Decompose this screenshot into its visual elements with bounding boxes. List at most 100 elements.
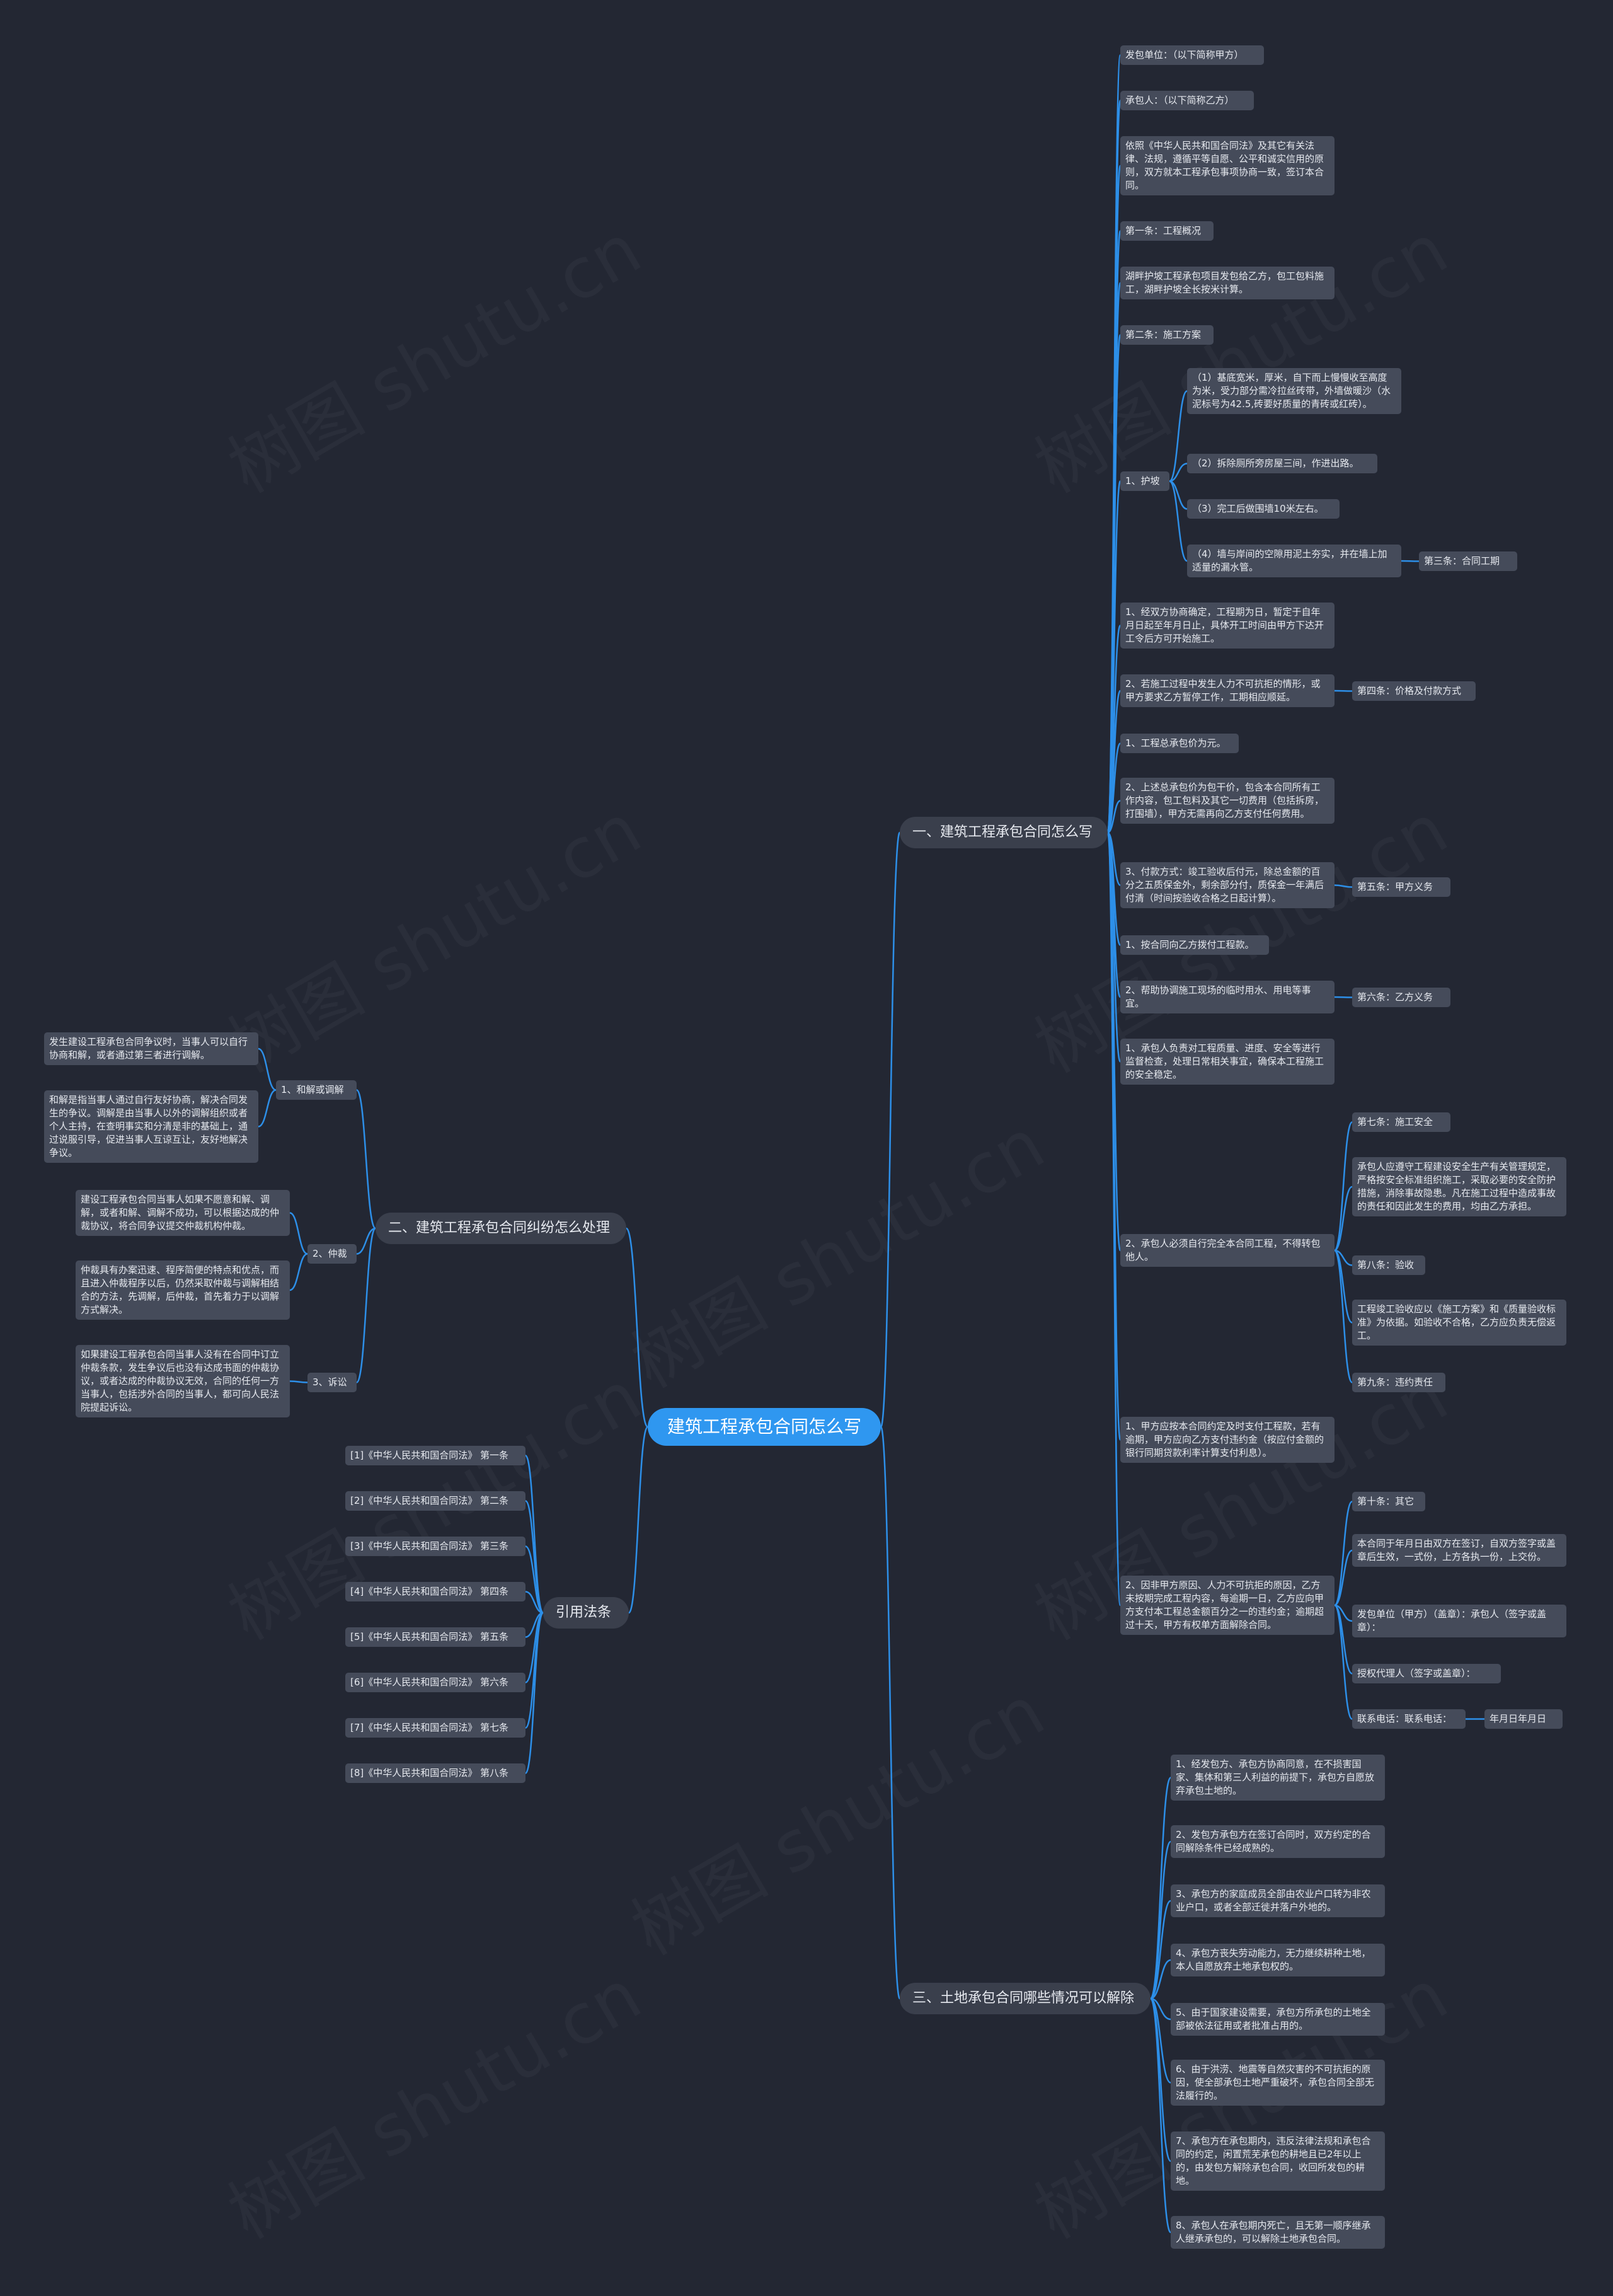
connector-line	[1107, 800, 1121, 834]
item-article-1[interactable]: 第一条：工程概况	[1120, 221, 1214, 241]
item-total-price[interactable]: 1、工程总承包价为元。	[1120, 734, 1239, 753]
item-contact-phone[interactable]: 联系电话：联系电话：	[1352, 1709, 1466, 1729]
item-acceptance-standard[interactable]: 工程竣工验收应以《施工方案》和《质量验收标准》为依据。如验收不合格，乙方应负责无…	[1352, 1300, 1566, 1346]
item-article-4[interactable]: 第四条：价格及付款方式	[1352, 681, 1476, 701]
cited-law-item[interactable]: [4]《中华人民共和国合同法》 第四条	[345, 1582, 525, 1601]
item-slope-detail-2[interactable]: （2）拆除厕所旁房屋三间，作进出路。	[1187, 454, 1377, 473]
item-mediation-detail-2[interactable]: 和解是指当事人通过自行友好协商，解决合同发生的争议。调解是由当事人以外的调解组织…	[44, 1090, 258, 1163]
connector-line	[1333, 1249, 1353, 1383]
cited-law-item[interactable]: [8]《中华人民共和国合同法》 第八条	[345, 1763, 525, 1783]
item-coordinate-utilities[interactable]: 2、帮助协调施工现场的临时用水、用电等事宜。	[1120, 981, 1335, 1013]
item-legal-basis[interactable]: 依照《中华人民共和国合同法》及其它有关法律、法规，遵循平等自愿、公平和诚实信用的…	[1120, 136, 1335, 195]
connector-line	[1333, 1604, 1353, 1720]
cited-law-item[interactable]: [1]《中华人民共和国合同法》 第一条	[345, 1446, 525, 1465]
item-contractor-unit[interactable]: 发包单位：（以下简称甲方）	[1120, 45, 1264, 65]
connector-line	[628, 1426, 649, 1614]
connector-line	[625, 1227, 649, 1428]
item-safety-rules[interactable]: 承包人应遵守工程建设安全生产有关管理规定，严格按安全标准组织施工，采取必要的安全…	[1352, 1157, 1566, 1216]
item-mediation[interactable]: 1、和解或调解	[276, 1080, 357, 1100]
termination-case-item[interactable]: 7、承包方在承包期内，违反法律法规和承包合同的约定，闲置荒芜承包的耕地且已2年以…	[1171, 2132, 1385, 2191]
connector-line	[1150, 1997, 1171, 2084]
connector-line	[1401, 560, 1420, 562]
connector-line	[1334, 996, 1353, 998]
item-project-overview[interactable]: 湖畔护坡工程承包项目发包给乙方，包工包料施工，湖畔护坡全长按米计算。	[1120, 267, 1335, 299]
connector-line	[1150, 1959, 1171, 2000]
connector-line	[1334, 884, 1353, 888]
cited-law-item[interactable]: [2]《中华人民共和国合同法》 第二条	[345, 1491, 525, 1511]
item-article-2[interactable]: 第二条：施工方案	[1120, 325, 1214, 345]
item-article-6[interactable]: 第六条：乙方义务	[1352, 988, 1450, 1007]
connector-line	[1149, 1997, 1172, 2234]
root-topic[interactable]: 建筑工程承包合同怎么写	[648, 1408, 881, 1446]
item-late-payment[interactable]: 1、甲方应按本合同约定及时支付工程款，若有逾期，甲方应向乙方支付违约金（按应付金…	[1120, 1417, 1335, 1463]
connector-line	[524, 1455, 544, 1614]
connector-line	[524, 1612, 544, 1729]
connector-line	[1169, 390, 1188, 482]
item-article-5[interactable]: 第五条：甲方义务	[1352, 877, 1450, 897]
connector-line	[1169, 480, 1188, 562]
connector-line	[1149, 1840, 1172, 2000]
item-payment-method[interactable]: 3、付款方式：竣工验收后付元，除总金额的百分之五质保金外，剩余部分付，质保金一年…	[1120, 862, 1335, 908]
connector-line	[289, 1380, 308, 1383]
item-article-7[interactable]: 第七条：施工安全	[1352, 1112, 1450, 1132]
item-arbitration[interactable]: 2、仲裁	[307, 1244, 357, 1264]
item-article-9[interactable]: 第九条：违约责任	[1352, 1373, 1445, 1392]
item-pay-contractor[interactable]: 1、按合同向乙方拨付工程款。	[1120, 935, 1269, 955]
cited-law-item[interactable]: [5]《中华人民共和国合同法》 第五条	[345, 1627, 525, 1647]
item-slope-protection[interactable]: 1、护坡	[1120, 471, 1169, 491]
item-slope-detail-3[interactable]: （3）完工后做围墙10米左右。	[1187, 499, 1340, 519]
termination-case-item[interactable]: 6、由于洪涝、地震等自然灾害的不可抗拒的原因，使全部承包土地严重破坏，承包合同全…	[1171, 2060, 1385, 2106]
branch-cited-laws[interactable]: 引用法条	[543, 1597, 629, 1629]
connector-line	[525, 1545, 544, 1614]
connector-line	[524, 1612, 544, 1774]
item-arbitration-detail-1[interactable]: 建设工程承包合同当事人如果不愿意和解、调解，或者和解、调解不成功，可以根据达成的…	[76, 1190, 290, 1236]
termination-case-item[interactable]: 8、承包人在承包期内死亡，且无第一顺序继承人继承承包的，可以解除土地承包合同。	[1171, 2216, 1385, 2249]
item-article-3[interactable]: 第三条：合同工期	[1419, 551, 1517, 571]
cited-law-item[interactable]: [7]《中华人民共和国合同法》 第七条	[345, 1718, 525, 1738]
item-signature-units[interactable]: 发包单位（甲方）（盖章）：承包人（签字或盖章）：	[1352, 1605, 1566, 1637]
connector-line	[1334, 1549, 1353, 1607]
item-contractee[interactable]: 承包人：（以下简称乙方）	[1120, 91, 1254, 110]
connector-line	[1334, 1185, 1353, 1252]
connector-line	[880, 1426, 901, 2000]
connector-line	[355, 1227, 377, 1383]
item-litigation[interactable]: 3、诉讼	[307, 1373, 357, 1392]
connector-line	[356, 1227, 376, 1255]
branch-contract-writing[interactable]: 一、建筑工程承包合同怎么写	[900, 817, 1108, 848]
item-delay-penalty[interactable]: 2、因非甲方原因、人力不可抗拒的原因，乙方未按期完成工程内容，每逾期一日，乙方应…	[1120, 1576, 1335, 1635]
branch-land-contract-termination[interactable]: 三、土地承包合同哪些情况可以解除	[900, 1983, 1151, 2014]
item-authorized-agent[interactable]: 授权代理人（签字或盖章）：	[1352, 1664, 1501, 1683]
item-article-10[interactable]: 第十条：其它	[1352, 1492, 1425, 1511]
item-lump-sum[interactable]: 2、上述总承包价为包干价，包含本合同所有工作内容，包工包料及其它一切费用（包括拆…	[1120, 778, 1335, 824]
cited-law-item[interactable]: [6]《中华人民共和国合同法》 第六条	[345, 1673, 525, 1692]
item-arbitration-detail-2[interactable]: 仲裁具有办案迅速、程序简便的特点和优点，而且进入仲裁程序以后，仍然采取仲裁与调解…	[76, 1260, 290, 1320]
branch-dispute-resolution[interactable]: 二、建筑工程承包合同纠纷怎么处理	[376, 1213, 626, 1244]
item-mediation-detail-1[interactable]: 发生建设工程承包合同争议时，当事人可以自行协商和解，或者通过第三者进行调解。	[44, 1032, 258, 1065]
termination-case-item[interactable]: 2、发包方承包方在签订合同时，双方约定的合同解除条件已经成熟的。	[1171, 1825, 1385, 1858]
termination-case-item[interactable]: 3、承包方的家庭成员全部由农业户口转为非农业户口，或者全部迁徙并落户外地的。	[1171, 1884, 1385, 1917]
item-no-subcontract[interactable]: 2、承包人必须自行完全本合同工程，不得转包他人。	[1120, 1234, 1335, 1267]
item-supervision[interactable]: 1、承包人负责对工程质量、进度、安全等进行监督检查，处理日常相关事宜，确保本工程…	[1120, 1039, 1335, 1085]
item-effective-date[interactable]: 本合同于年月日由双方在签订，自双方签字或盖章后生效，一式份，上方各执一份，上交份…	[1352, 1534, 1566, 1567]
connector-line	[258, 1047, 277, 1091]
connector-line	[1106, 831, 1122, 1607]
item-postponement[interactable]: 2、若施工过程中发生人力不可抗拒的情形，或甲方要求乙方暂停工作，工期相应顺延。	[1120, 674, 1335, 707]
connector-line	[1149, 1777, 1172, 2000]
item-slope-detail-4[interactable]: （4）墙与岸间的空隙用泥土夯实，并在墙上加适量的漏水管。	[1187, 545, 1401, 577]
item-dates[interactable]: 年月日年月日	[1484, 1709, 1563, 1729]
item-article-8[interactable]: 第八条：验收	[1352, 1255, 1425, 1275]
item-slope-detail-1[interactable]: （1）基底宽米，厚米，自下而上慢慢收至高度为米，受力部分需冷拉丝砖带，外墙做暖沙…	[1187, 368, 1401, 414]
connector-line	[1333, 1501, 1353, 1607]
termination-case-item[interactable]: 4、承包方丧失劳动能力，无力继续耕种土地，本人自愿放弃土地承包权的。	[1171, 1944, 1385, 1976]
item-duration[interactable]: 1、经双方协商确定，工程期为日，暂定于自年月日起至年月日止，具体开工时间由甲方下…	[1120, 603, 1335, 649]
connector-line	[1333, 1121, 1353, 1252]
connector-line	[1106, 742, 1122, 834]
termination-case-item[interactable]: 5、由于国家建设需要，承包方所承包的土地全部被依法征用或者批准占用的。	[1171, 2003, 1385, 2036]
cited-law-item[interactable]: [3]《中华人民共和国合同法》 第三条	[345, 1537, 525, 1556]
connector-line	[258, 1089, 277, 1128]
connector-line	[524, 1500, 544, 1614]
item-litigation-detail[interactable]: 如果建设工程承包合同当事人没有在合同中订立仲裁条款，发生争议后也没有达成书面的仲…	[76, 1345, 290, 1417]
termination-case-item[interactable]: 1、经发包方、承包方协商同意，在不损害国家、集体和第三人利益的前提下，承包方自愿…	[1171, 1755, 1385, 1801]
